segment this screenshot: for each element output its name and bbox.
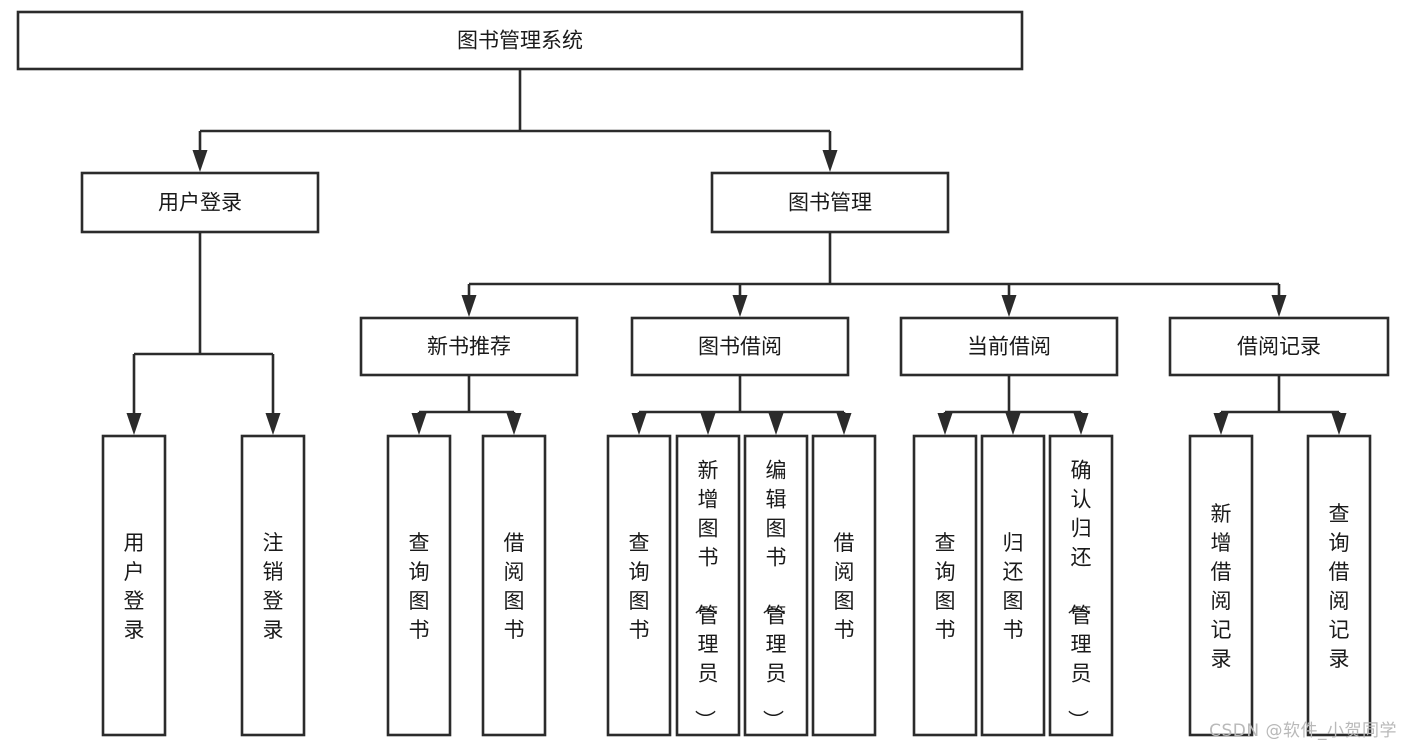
node-leaf-borrow-book-1[interactable]: 借阅图书: [481, 434, 547, 737]
node-leaf-confirm-return[interactable]: 确认归还（管理员）: [1048, 434, 1114, 737]
node-box-leaf-add-record: [1188, 434, 1254, 737]
node-box-leaf-user-logout: [240, 434, 306, 737]
node-label-leaf-query-book-2: 查询图书: [629, 531, 650, 642]
node-borrow-record[interactable]: 借阅记录: [1168, 316, 1390, 377]
node-box-borrow-record: [1168, 316, 1390, 377]
node-leaf-query-book-1[interactable]: 查询图书: [386, 434, 452, 737]
node-box-current-borrow: [899, 316, 1119, 377]
edges-layer: [126, 69, 1347, 435]
node-label-leaf-add-book: 新增图书（管理员）: [693, 459, 719, 731]
node-leaf-user-login[interactable]: 用户登录: [101, 434, 167, 737]
node-leaf-query-book-3[interactable]: 查询图书: [912, 434, 978, 737]
node-label-leaf-query-book-3: 查询图书: [935, 531, 956, 642]
node-leaf-query-record[interactable]: 查询借阅记录: [1306, 434, 1372, 737]
node-box-leaf-add-book: [675, 434, 741, 737]
node-box-user-login: [80, 171, 320, 234]
node-book-borrow[interactable]: 图书借阅: [630, 316, 850, 377]
node-label-leaf-borrow-book-1: 借阅图书: [504, 531, 525, 642]
node-leaf-return-book[interactable]: 归还图书: [980, 434, 1046, 737]
node-leaf-borrow-book-2[interactable]: 借阅图书: [811, 434, 877, 737]
node-box-book-manage: [710, 171, 950, 234]
node-label-book-borrow: 图书借阅: [698, 335, 782, 359]
node-leaf-user-logout[interactable]: 注销登录: [240, 434, 306, 737]
node-label-book-manage: 图书管理: [788, 191, 872, 215]
node-leaf-add-book[interactable]: 新增图书（管理员）: [675, 434, 741, 737]
node-box-book-borrow: [630, 316, 850, 377]
node-box-new-book-rec: [359, 316, 579, 377]
node-box-leaf-borrow-book-2: [811, 434, 877, 737]
node-box-leaf-user-login: [101, 434, 167, 737]
node-label-leaf-user-login: 用户登录: [124, 531, 145, 642]
node-label-leaf-edit-book: 编辑图书（管理员）: [761, 459, 787, 731]
node-label-leaf-return-book: 归还图书: [1003, 531, 1024, 642]
node-box-leaf-edit-book: [743, 434, 809, 737]
node-leaf-edit-book[interactable]: 编辑图书（管理员）: [743, 434, 809, 737]
node-label-leaf-user-logout: 注销登录: [263, 531, 284, 642]
node-label-leaf-add-record: 新增借阅记录: [1211, 502, 1232, 671]
node-label-user-login: 用户登录: [158, 191, 242, 215]
node-box-leaf-borrow-book-1: [481, 434, 547, 737]
node-book-manage[interactable]: 图书管理: [710, 171, 950, 234]
node-label-leaf-confirm-return: 确认归还（管理员）: [1066, 459, 1092, 731]
node-label-leaf-query-book-1: 查询图书: [409, 531, 430, 642]
node-user-login[interactable]: 用户登录: [80, 171, 320, 234]
node-label-current-borrow: 当前借阅: [967, 335, 1051, 359]
node-new-book-rec[interactable]: 新书推荐: [359, 316, 579, 377]
node-box-leaf-confirm-return: [1048, 434, 1114, 737]
node-current-borrow[interactable]: 当前借阅: [899, 316, 1119, 377]
node-label-leaf-query-record: 查询借阅记录: [1329, 502, 1350, 671]
node-box-leaf-query-book-2: [606, 434, 672, 737]
node-label-borrow-record: 借阅记录: [1237, 335, 1321, 359]
node-box-leaf-query-book-1: [386, 434, 452, 737]
node-label-root: 图书管理系统: [457, 29, 583, 53]
node-label-leaf-borrow-book-2: 借阅图书: [834, 531, 855, 642]
node-leaf-add-record[interactable]: 新增借阅记录: [1188, 434, 1254, 737]
node-box-leaf-query-record: [1306, 434, 1372, 737]
node-box-leaf-query-book-3: [912, 434, 978, 737]
node-leaf-query-book-2[interactable]: 查询图书: [606, 434, 672, 737]
node-label-new-book-rec: 新书推荐: [427, 335, 511, 359]
node-root[interactable]: 图书管理系统: [16, 10, 1024, 71]
node-box-leaf-return-book: [980, 434, 1046, 737]
node-box-root: [16, 10, 1024, 71]
nodes-layer: 图书管理系统用户登录图书管理新书推荐图书借阅当前借阅借阅记录用户登录注销登录查询…: [16, 10, 1390, 737]
watermark-text: CSDN @软件_小贺同学: [1209, 721, 1397, 741]
